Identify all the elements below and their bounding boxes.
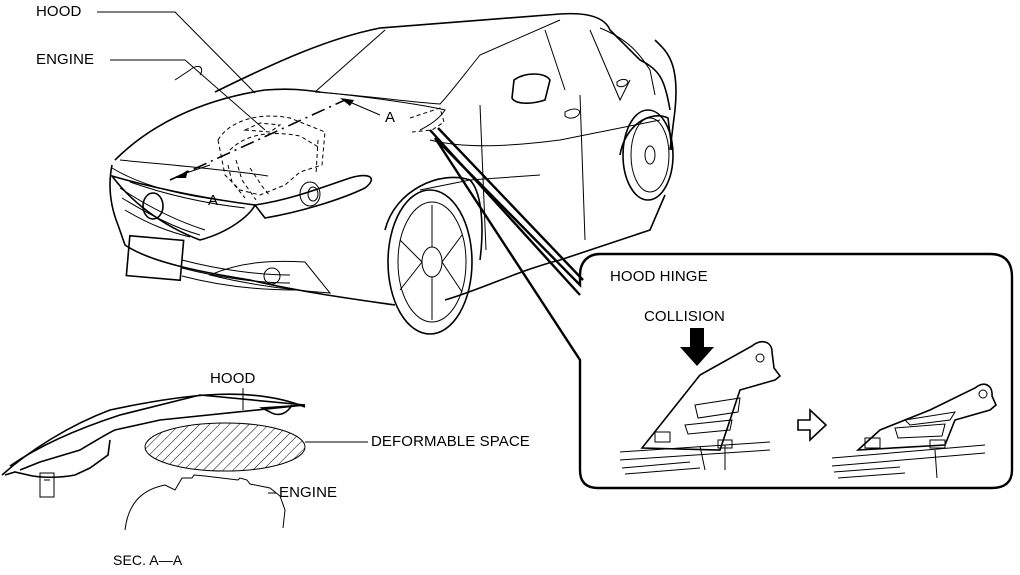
section-mark-rear-label: A	[385, 109, 396, 126]
engine-hidden-outline	[217, 115, 326, 201]
transition-arrow-icon	[797, 408, 828, 442]
section-engine-label: ENGINE	[279, 484, 338, 501]
hood-label: HOOD	[36, 3, 82, 20]
hood-leader-line	[97, 11, 256, 94]
section-hood-label: HOOD	[210, 370, 256, 387]
hood-hinge-callout-frame	[429, 127, 1014, 490]
engine-label: ENGINE	[36, 51, 95, 68]
car-illustration	[109, 12, 677, 335]
collision-arrow-icon	[680, 328, 714, 366]
section-mark-front-label: A	[208, 192, 219, 209]
section-view-engine-profile	[124, 474, 286, 531]
hood-hinge-title: HOOD HINGE	[610, 268, 708, 285]
section-line-a-a	[169, 99, 346, 181]
section-view-hood-profile	[1, 393, 306, 498]
collision-label: COLLISION	[644, 308, 725, 325]
deformable-space-label: DEFORMABLE SPACE	[371, 433, 530, 450]
hood-hinge-before	[619, 340, 782, 475]
section-caption: SEC. A—A	[113, 552, 183, 568]
engine-leader-line	[110, 59, 266, 131]
deformable-space-region	[144, 422, 306, 472]
hood-hinge-after	[831, 383, 997, 479]
